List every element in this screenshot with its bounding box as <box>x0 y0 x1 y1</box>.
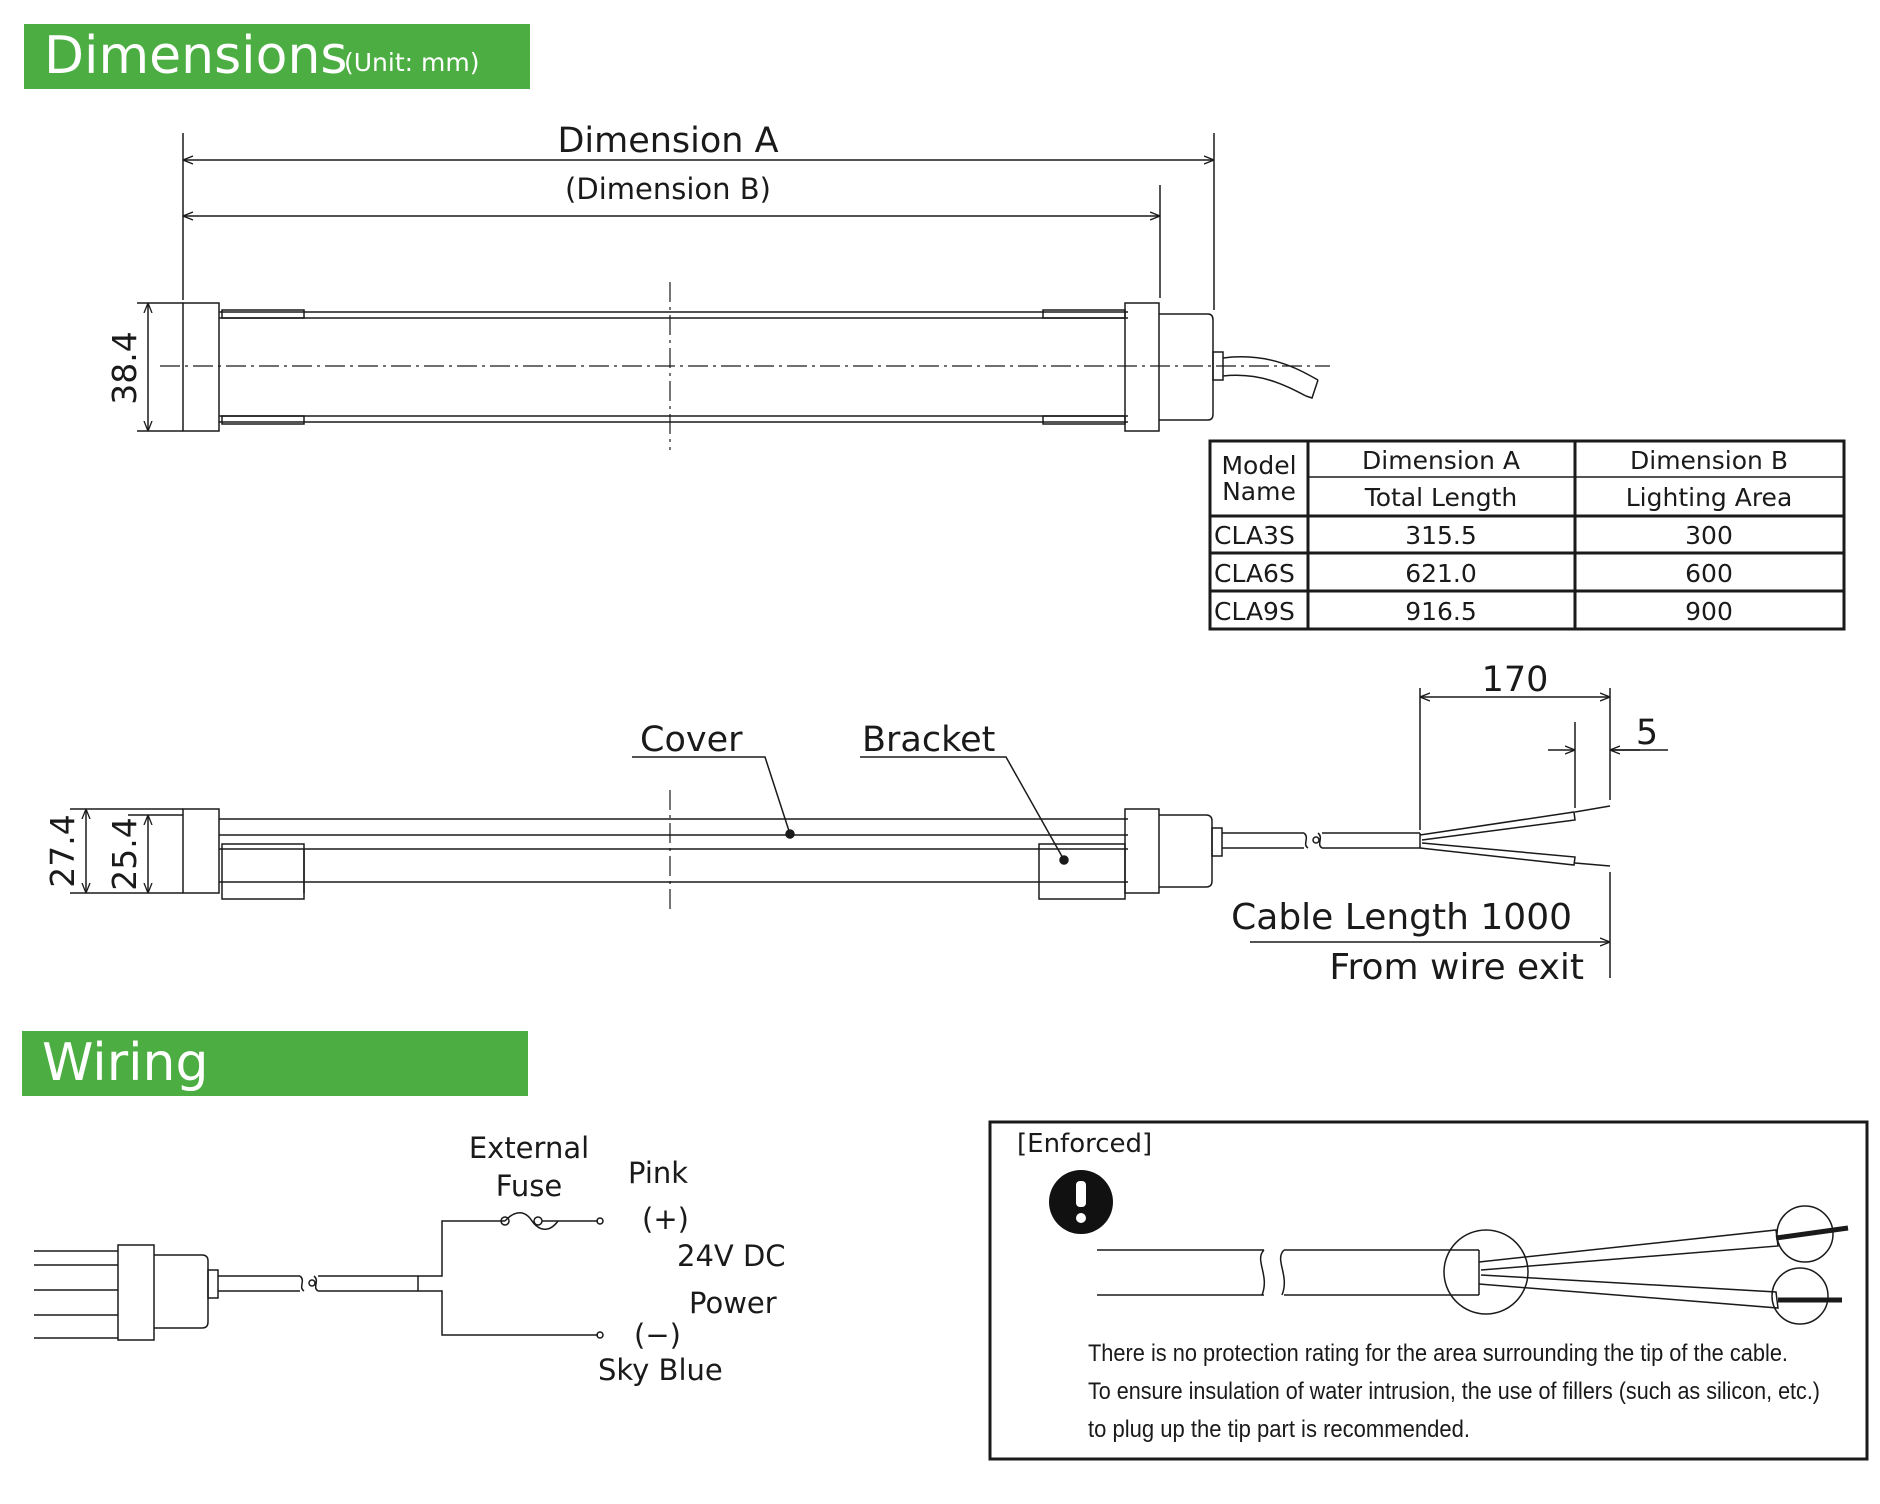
exclamation-mark-dot <box>1076 1213 1086 1223</box>
table-header-model-2: Name <box>1222 477 1296 506</box>
negative-terminal <box>596 1331 604 1339</box>
power-label: Power <box>689 1286 777 1320</box>
table-header-a-2: Total Length <box>1364 483 1518 512</box>
wiring-section-header: Wiring <box>22 1031 528 1096</box>
right-bracket <box>1038 843 1126 900</box>
dimension-a-label: Dimension A <box>557 121 778 161</box>
enforced-label: [Enforced] <box>1017 1129 1152 1159</box>
wiring-diagram <box>34 1212 604 1341</box>
exclamation-mark-bar <box>1076 1181 1086 1207</box>
table-header-b-2: Lighting Area <box>1626 483 1793 512</box>
dimension-5-label: 5 <box>1636 713 1658 753</box>
cable-length-label: Cable Length 1000 <box>1231 897 1572 938</box>
wiring-end-cap <box>117 1244 155 1341</box>
dimension-170-label: 170 <box>1482 660 1549 700</box>
height-label: 38.4 <box>105 331 144 404</box>
plus-label: (+) <box>642 1202 689 1236</box>
dimensions-title: Dimensions <box>44 26 348 86</box>
dimension-table <box>1208 439 1846 631</box>
wire-exit-label: From wire exit <box>1329 947 1584 988</box>
table-header-b-1: Dimension B <box>1630 446 1788 475</box>
table-cell-a: 621.0 <box>1405 559 1477 588</box>
left-end-cap <box>182 302 220 432</box>
sky-blue-wire-label: Sky Blue <box>598 1353 723 1387</box>
cable-stub <box>1222 356 1319 399</box>
table-cell-model: CLA9S <box>1214 597 1295 626</box>
table-cell-b: 300 <box>1685 521 1733 550</box>
table-header-a-1: Dimension A <box>1362 446 1520 475</box>
table-cell-b: 600 <box>1685 559 1733 588</box>
left-bracket <box>221 843 305 900</box>
table-header-model-1: Model <box>1221 451 1296 480</box>
enforced-illustration <box>1097 1205 1849 1325</box>
table-cell-model: CLA3S <box>1214 521 1295 550</box>
right-end-cap <box>1124 302 1160 432</box>
enforced-text-line-2: To ensure insulation of water intrusion,… <box>1088 1378 1820 1405</box>
enforced-text-line-3: to plug up the tip part is recommended. <box>1088 1416 1470 1443</box>
voltage-label: 24V DC <box>677 1239 786 1273</box>
positive-terminal <box>596 1217 604 1225</box>
enforced-box <box>988 1120 1869 1461</box>
pink-wire-label: Pink <box>628 1156 688 1190</box>
wire-exit-housing <box>1159 313 1214 421</box>
table-cell-a: 916.5 <box>1405 597 1477 626</box>
minus-label: (−) <box>634 1318 681 1352</box>
height-27-label: 27.4 <box>43 814 82 887</box>
side-view <box>70 688 1668 978</box>
dimensions-section-header: Dimensions (Unit: mm) <box>24 24 530 89</box>
height-25-label: 25.4 <box>105 817 144 890</box>
table-cell-a: 315.5 <box>1405 521 1477 550</box>
top-view <box>137 133 1330 450</box>
table-cell-b: 900 <box>1685 597 1733 626</box>
unit-label: (Unit: mm) <box>344 48 480 77</box>
external-label: External <box>469 1131 589 1165</box>
wiring-title: Wiring <box>42 1033 209 1093</box>
bracket-label: Bracket <box>862 720 995 760</box>
enforced-text-line-1: There is no protection rating for the ar… <box>1088 1340 1788 1367</box>
fuse-label: Fuse <box>496 1169 562 1203</box>
fuse-symbol <box>504 1212 559 1230</box>
cover-label: Cover <box>640 720 743 760</box>
dimension-b-label: (Dimension B) <box>565 172 771 206</box>
table-cell-model: CLA6S <box>1214 559 1295 588</box>
